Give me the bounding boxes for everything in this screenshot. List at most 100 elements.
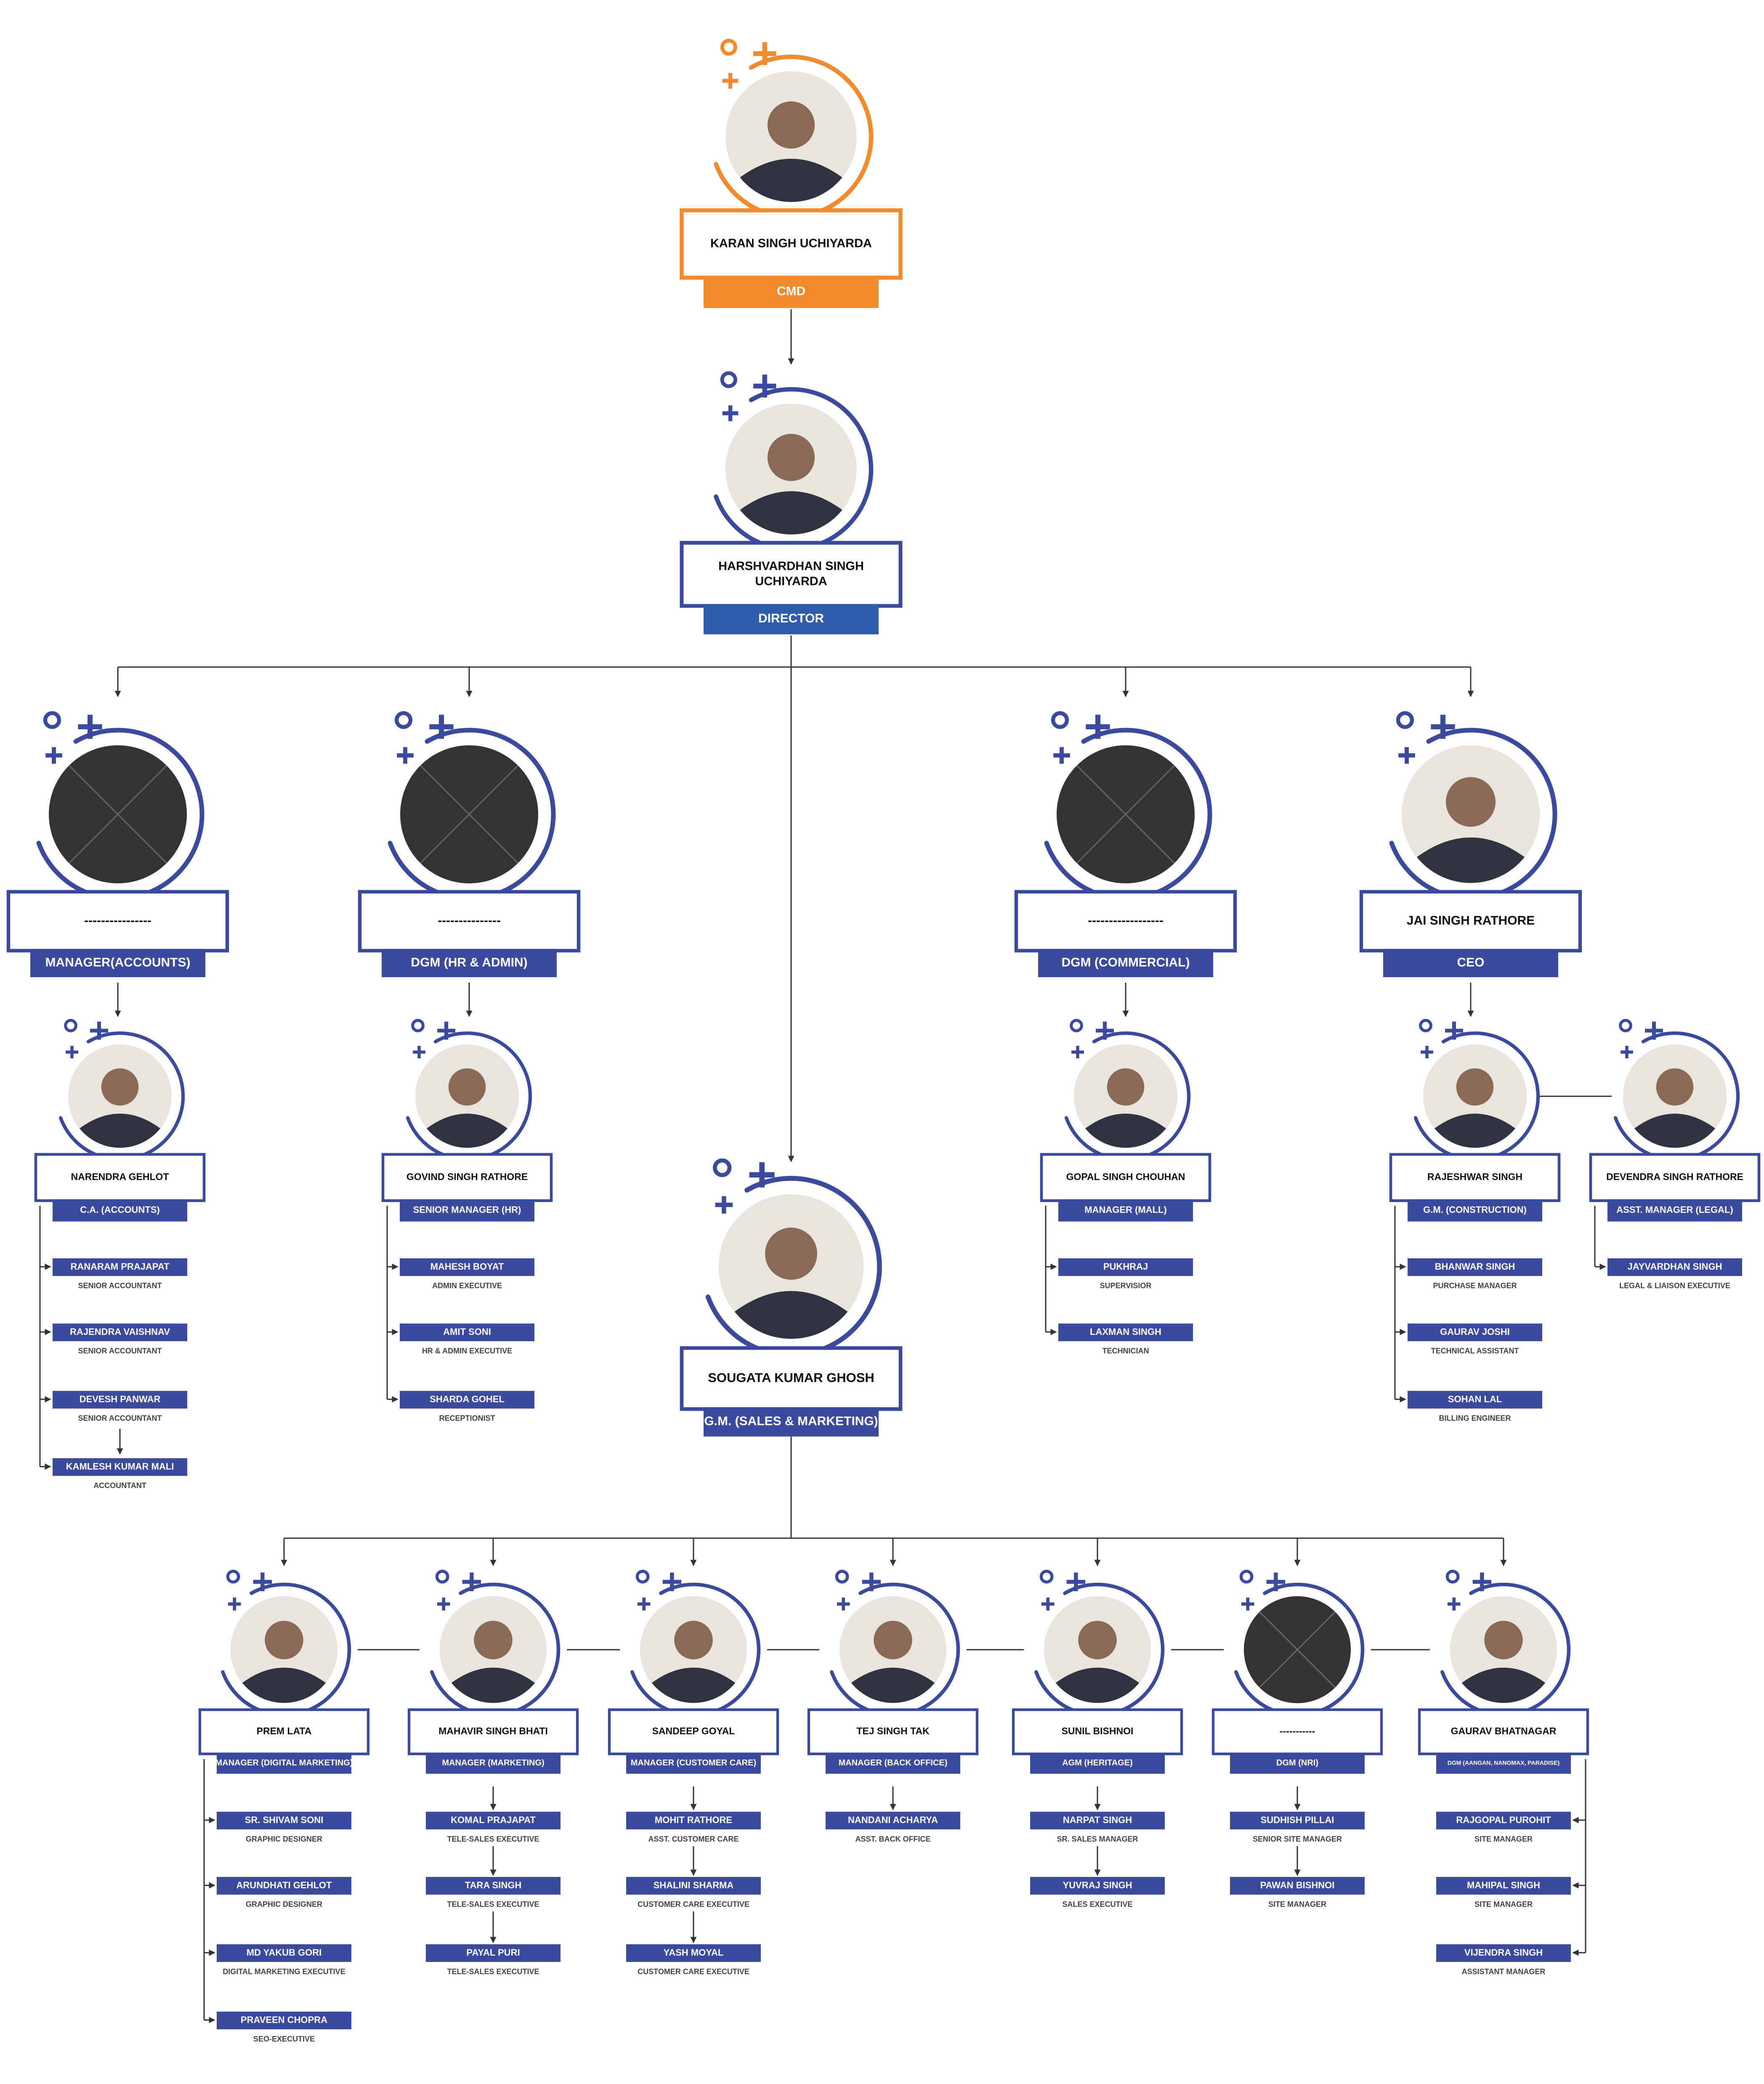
role-badge	[704, 276, 879, 308]
staff-name-badge	[1230, 1877, 1365, 1895]
role-badge	[53, 1199, 187, 1222]
person-name: KARAN SINGH UCHIYARDA	[710, 237, 872, 250]
deco-circle-icon	[1239, 1569, 1254, 1584]
staff-name: NANDANI ACHARYA	[848, 1815, 938, 1825]
placeholder-cross-icon	[420, 765, 519, 864]
role-label: C.A. (ACCOUNTS)	[80, 1204, 159, 1215]
person-body-icon	[651, 1667, 736, 1703]
name-plate	[34, 1153, 206, 1202]
staff-name-badge	[1436, 1812, 1571, 1829]
person-head-icon	[101, 1068, 139, 1106]
role-label: G.M. (CONSTRUCTION)	[1423, 1204, 1527, 1215]
staff-title: TELE-SALES EXECUTIVE	[447, 1900, 539, 1909]
name-plate	[358, 890, 581, 953]
role-label: MANAGER (DIGITAL MARKETING)	[215, 1758, 353, 1768]
staff-name-badge	[1408, 1258, 1542, 1276]
deco-plus-icon	[1096, 1021, 1114, 1040]
deco-plus-icon	[462, 1572, 481, 1591]
role-badge	[704, 1407, 879, 1437]
staff-name: LAXMAN SINGH	[1090, 1326, 1161, 1337]
staff-name-badge	[217, 1944, 351, 1962]
person-name: RAJESHWAR SINGH	[1427, 1171, 1522, 1182]
head-card: ---------------DGM (HR & ADMIN)	[358, 711, 581, 977]
staff-name-badge	[626, 1877, 761, 1895]
deco-circle-icon	[1039, 1569, 1054, 1584]
staff-title: CUSTOMER CARE EXECUTIVE	[638, 1967, 749, 1976]
role-label: CEO	[1457, 955, 1484, 969]
avatar-ring	[630, 1582, 761, 1717]
name-plate	[1418, 1708, 1589, 1755]
staff-title: GRAPHIC DESIGNER	[246, 1900, 322, 1909]
person-body-icon	[1634, 1114, 1715, 1148]
staff-title: TELE-SALES EXECUTIVE	[447, 1967, 539, 1976]
staff-item: YUVRAJ SINGH SALES EXECUTIVE	[1030, 1877, 1165, 1909]
staff-title: HR & ADMIN EXECUTIVE	[422, 1347, 512, 1355]
staff-name-badge	[1408, 1391, 1542, 1409]
staff-name: RAJGOPAL PUROHIT	[1456, 1815, 1551, 1825]
staff-title: TELE-SALES EXECUTIVE	[447, 1835, 539, 1843]
role-label: DGM (HR & ADMIN)	[411, 955, 527, 969]
deco-plus-icon	[753, 42, 776, 65]
deco-plus-icon	[429, 715, 454, 739]
role-label: MANAGER (MALL)	[1084, 1204, 1167, 1215]
person-body-icon	[1085, 1114, 1166, 1148]
staff-name: YUVRAJ SINGH	[1063, 1880, 1132, 1890]
person-head-icon	[265, 1621, 303, 1659]
staff-title: ASST. CUSTOMER CARE	[648, 1835, 739, 1843]
staff-title: SENIOR ACCOUNTANT	[78, 1414, 162, 1422]
staff-name: SHALINI SHARMA	[654, 1880, 734, 1890]
person-head-icon	[1484, 1621, 1523, 1659]
person-head-icon	[474, 1621, 513, 1659]
person-head-icon	[448, 1068, 486, 1106]
staff-name-badge	[53, 1458, 187, 1476]
deco-plus-icon	[1472, 1572, 1492, 1591]
role-badge	[217, 1752, 351, 1774]
person-head-icon	[874, 1621, 912, 1659]
person-head-icon	[674, 1621, 713, 1659]
person-body-icon	[740, 491, 842, 534]
avatar-ring	[830, 1582, 960, 1717]
person-body-icon	[242, 1667, 326, 1703]
staff-name-badge	[626, 1944, 761, 1962]
staff-name: PUKHRAJ	[1103, 1261, 1148, 1272]
person-head-icon	[1456, 1068, 1494, 1106]
deco-plus-icon	[1041, 1598, 1055, 1611]
deco-circle-icon	[1419, 1019, 1432, 1032]
deco-circle-icon	[43, 711, 61, 729]
staff-name-badge	[626, 1812, 761, 1829]
staff-name: NARPAT SINGH	[1063, 1815, 1132, 1825]
person-name: MAHAVIR SINGH BHATI	[438, 1725, 548, 1736]
name-plate	[1211, 1708, 1383, 1755]
staff-name-badge	[1436, 1944, 1571, 1962]
deco-plus-icon	[637, 1598, 651, 1611]
person-body-icon	[427, 1114, 507, 1148]
staff-title: SALES EXECUTIVE	[1062, 1900, 1132, 1909]
staff-name-badge	[1058, 1324, 1193, 1341]
role-label: MANAGER (MARKETING)	[442, 1758, 544, 1768]
person-name: GOVIND SINGH RATHORE	[406, 1171, 528, 1182]
role-badge	[826, 1752, 960, 1774]
deco-plus-icon	[45, 747, 62, 764]
person-name: SUNIL BISHNOI	[1062, 1725, 1134, 1736]
staff-title: GRAPHIC DESIGNER	[246, 1835, 322, 1843]
name-plate	[1389, 1153, 1561, 1202]
staff-name-badge	[53, 1258, 187, 1276]
deco-circle-icon	[1619, 1019, 1632, 1032]
person-body-icon	[1417, 837, 1525, 883]
deco-circle-icon	[1396, 711, 1414, 729]
person-head-icon	[767, 433, 815, 481]
staff-title: ASSISTANT MANAGER	[1462, 1967, 1546, 1976]
deco-plus-icon	[413, 1046, 425, 1058]
staff-name-badge	[217, 2012, 351, 2029]
person-body-icon	[851, 1667, 935, 1703]
avatar-ring	[430, 1582, 561, 1717]
